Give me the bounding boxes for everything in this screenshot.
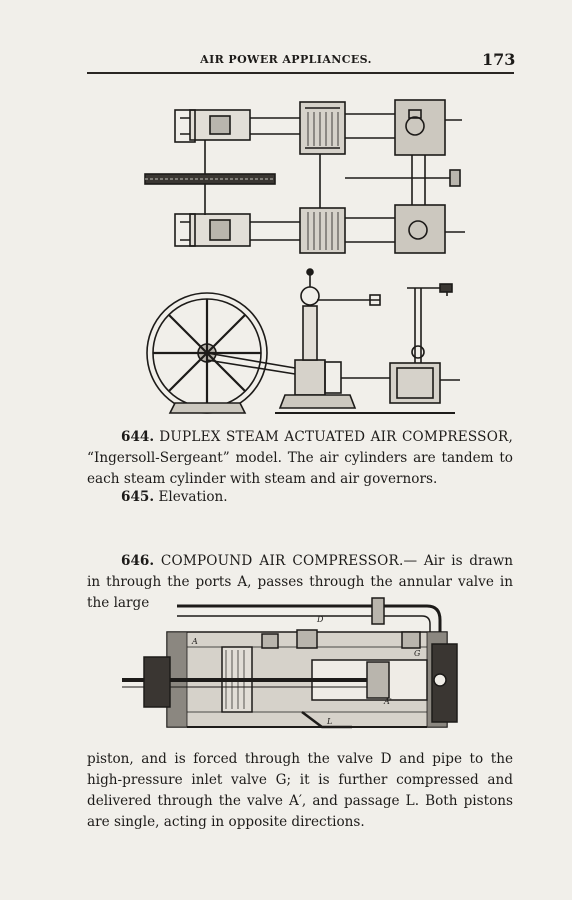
paragraph-645: 645. Elevation. <box>87 487 513 508</box>
label-D: D <box>316 615 324 624</box>
label-A-prime: A' <box>383 697 392 706</box>
figure-caption-645: Elevation. <box>158 489 228 505</box>
running-header: AIR POWER APPLIANCES. <box>200 53 372 66</box>
label-G: G <box>414 649 421 658</box>
figure-caption-646-continued: piston, and is forced through the valve … <box>87 751 513 830</box>
figure-number-644: 644. <box>121 429 155 445</box>
label-A: A <box>191 637 198 646</box>
figure-number-645: 645. <box>121 489 155 505</box>
figure-644-plan-view <box>144 99 465 254</box>
figure-caption-644: “Ingersoll-Sergeant” model. The air cyli… <box>87 450 513 487</box>
figure-number-646: 646. <box>121 553 155 569</box>
figure-title-646: COMPOUND AIR COMPRESSOR. <box>160 553 404 569</box>
page-number: 173 <box>482 50 516 69</box>
paragraph-644: 644. DUPLEX STEAM ACTUATED AIR COMPRESSO… <box>87 427 513 490</box>
header-rule <box>87 72 514 74</box>
figure-title-644: DUPLEX STEAM ACTUATED AIR COMPRESSOR, <box>159 429 513 445</box>
figure-646-section-view: A D G A' L <box>122 597 458 729</box>
paragraph-646-continued: piston, and is forced through the valve … <box>87 749 513 833</box>
paragraph-646: 646. COMPOUND AIR COMPRESSOR.— Air is dr… <box>87 551 513 614</box>
label-L: L <box>326 717 332 726</box>
figure-caption-646: — Air is drawn in through the ports A, p… <box>87 553 513 611</box>
figure-645-elevation <box>146 268 460 414</box>
